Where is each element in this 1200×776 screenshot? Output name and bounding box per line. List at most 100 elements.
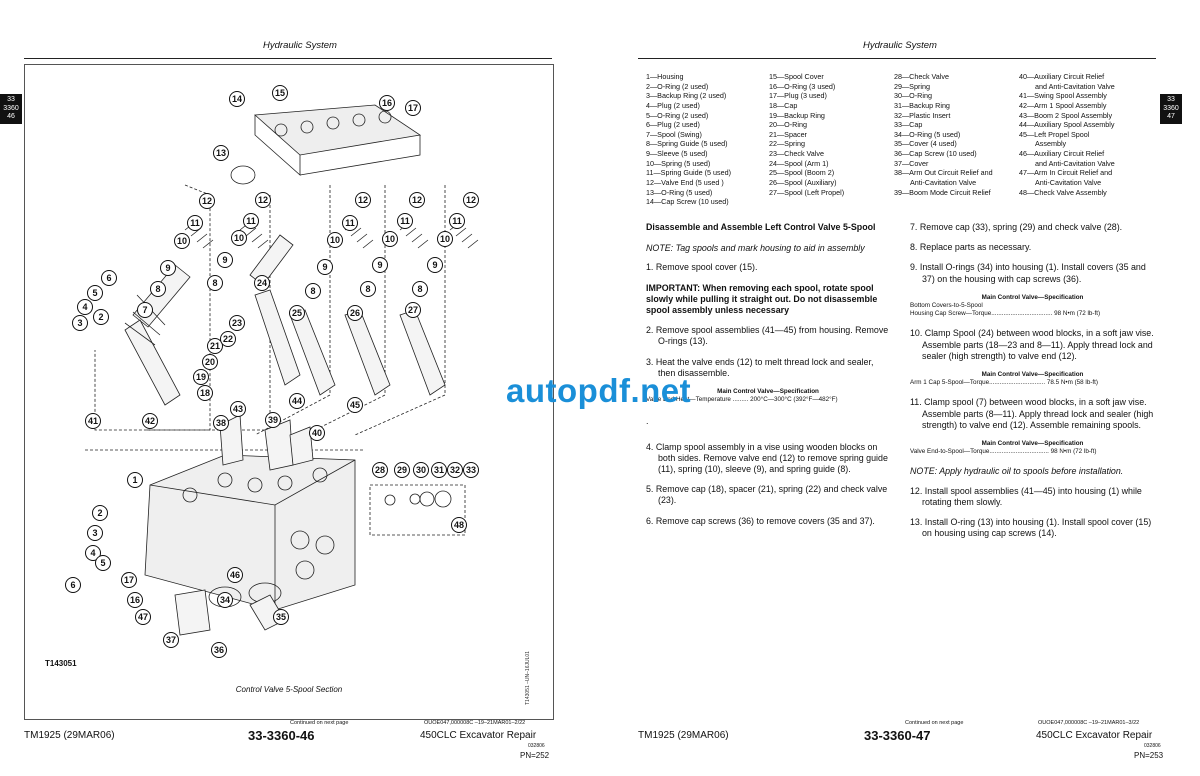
legend-entry: and Anti-Cavitation Valve bbox=[1035, 81, 1115, 91]
svg-text:10: 10 bbox=[385, 234, 395, 244]
legend-entry: and Anti-Cavitation Valve bbox=[1035, 158, 1115, 168]
callout-42: 42 bbox=[142, 413, 158, 429]
legend-entry: 43—Boom 2 Spool Assembly bbox=[1019, 110, 1113, 120]
document-code: OUOE047,000008C –19–21MAR01–3/22 bbox=[1038, 720, 1140, 726]
step-12: 12. Install spool assemblies (41—45) int… bbox=[910, 485, 1142, 507]
instructions-left-column: Disassemble and Assemble Left Control Va… bbox=[646, 222, 890, 536]
legend-entry: 45—Left Propel Spool bbox=[1019, 129, 1090, 139]
callout-29: 29 bbox=[394, 462, 410, 478]
legend-entry: 19—Backup Ring bbox=[769, 110, 825, 120]
svg-text:10: 10 bbox=[440, 234, 450, 244]
watermark-text: autopdf.net bbox=[506, 372, 692, 409]
callout-27: 27 bbox=[405, 302, 421, 318]
legend-entry: 11—Spring Guide (5 used) bbox=[646, 168, 731, 178]
svg-text:8: 8 bbox=[365, 284, 370, 294]
svg-text:48: 48 bbox=[454, 520, 464, 530]
print-code: 032806 bbox=[528, 743, 545, 749]
step-1: 1. Remove spool cover (15). bbox=[646, 262, 758, 273]
callout-9: 9 bbox=[317, 259, 333, 275]
callout-5: 5 bbox=[87, 285, 103, 301]
legend-entry: 37—Cover bbox=[894, 158, 929, 168]
svg-text:31: 31 bbox=[434, 465, 444, 475]
callout-4: 4 bbox=[77, 299, 93, 315]
callout-12: 12 bbox=[409, 192, 425, 208]
svg-text:13: 13 bbox=[216, 148, 226, 158]
legend-entry: 41—Swing Spool Assembly bbox=[1019, 91, 1107, 101]
callout-43: 43 bbox=[230, 401, 246, 417]
pn-number: PN=252 bbox=[520, 751, 550, 760]
callout-12: 12 bbox=[355, 192, 371, 208]
legend-entry: 9—Sleeve (5 used) bbox=[646, 149, 708, 159]
callout-34: 34 bbox=[217, 592, 233, 608]
svg-text:9: 9 bbox=[377, 260, 382, 270]
callout-41: 41 bbox=[85, 413, 101, 429]
svg-text:36: 36 bbox=[214, 645, 224, 655]
svg-text:3: 3 bbox=[77, 318, 82, 328]
legend-entry: 34—O-Ring (5 used) bbox=[894, 129, 961, 139]
svg-text:41: 41 bbox=[88, 416, 98, 426]
svg-text:15: 15 bbox=[275, 88, 285, 98]
legend-entry: 28—Check Valve bbox=[894, 72, 949, 81]
callout-6: 6 bbox=[101, 270, 117, 286]
callout-9: 9 bbox=[427, 257, 443, 273]
callout-26: 26 bbox=[347, 305, 363, 321]
figure-caption: Control Valve 5-Spool Section bbox=[235, 685, 343, 694]
page-number: 33-3360-47 bbox=[864, 728, 931, 743]
legend-entry: 39—Boom Mode Circuit Relief bbox=[894, 187, 991, 197]
callout-23: 23 bbox=[229, 315, 245, 331]
svg-text:19: 19 bbox=[196, 372, 206, 382]
svg-text:9: 9 bbox=[322, 262, 327, 272]
section-heading: Disassemble and Assemble Left Control Va… bbox=[646, 222, 876, 232]
callout-48: 48 bbox=[451, 517, 467, 533]
legend-entry: 6—Plug (2 used) bbox=[646, 120, 700, 130]
callout-18: 18 bbox=[197, 385, 213, 401]
svg-text:14: 14 bbox=[232, 94, 242, 104]
svg-text:47: 47 bbox=[138, 612, 148, 622]
step-2: 2. Remove spool assemblies (41—45) from … bbox=[646, 325, 889, 347]
svg-text:8: 8 bbox=[155, 284, 160, 294]
legend-entry: 5—O-Ring (2 used) bbox=[646, 110, 709, 120]
continued-note: Continued on next page bbox=[290, 720, 349, 726]
legend-entry: 24—Spool (Arm 1) bbox=[769, 158, 829, 168]
callout-37: 37 bbox=[163, 632, 179, 648]
callout-14: 14 bbox=[229, 91, 245, 107]
step-9: 9. Install O-rings (34) into housing (1)… bbox=[910, 262, 1146, 284]
page-header: Hydraulic System bbox=[863, 40, 937, 51]
step-13: 13. Install O-ring (13) into housing (1)… bbox=[910, 517, 1152, 539]
callout-3: 3 bbox=[72, 315, 88, 331]
callout-32: 32 bbox=[447, 462, 463, 478]
svg-text:25: 25 bbox=[292, 308, 302, 318]
svg-text:39: 39 bbox=[268, 415, 278, 425]
callout-3: 3 bbox=[87, 525, 103, 541]
figure-id: T143051 bbox=[45, 659, 77, 668]
legend-entry: 22—Spring bbox=[769, 139, 805, 149]
callout-20: 20 bbox=[202, 354, 218, 370]
callout-46: 46 bbox=[227, 567, 243, 583]
callout-11: 11 bbox=[449, 213, 465, 229]
step-6: 6. Remove cap screws (36) to remove cove… bbox=[646, 515, 875, 526]
legend-entry: 27—Spool (Left Propel) bbox=[769, 187, 845, 197]
print-code: 032806 bbox=[1144, 743, 1161, 749]
figure-side-code: T143051 –UN–16JUL01 bbox=[525, 651, 531, 705]
callout-9: 9 bbox=[217, 252, 233, 268]
callout-6: 6 bbox=[65, 577, 81, 593]
legend-entry: 25—Spool (Boom 2) bbox=[769, 168, 835, 178]
callout-4: 4 bbox=[85, 545, 101, 561]
legend-entry: Anti-Cavitation Valve bbox=[910, 178, 977, 188]
callout-12: 12 bbox=[199, 193, 215, 209]
svg-text:12: 12 bbox=[412, 195, 422, 205]
legend-entry: 1—Housing bbox=[646, 72, 684, 81]
callout-16: 16 bbox=[127, 592, 143, 608]
spec-valve-end-heat: Main Control Valve—Specification Valve E… bbox=[646, 388, 838, 404]
callout-2: 2 bbox=[92, 505, 108, 521]
legend-entry: 12—Valve End (5 used ) bbox=[646, 178, 724, 188]
legend-entry: 10—Spring (5 used) bbox=[646, 158, 711, 168]
svg-text:20: 20 bbox=[205, 357, 215, 367]
svg-text:16: 16 bbox=[130, 595, 140, 605]
legend-entry: 18—Cap bbox=[769, 100, 798, 110]
